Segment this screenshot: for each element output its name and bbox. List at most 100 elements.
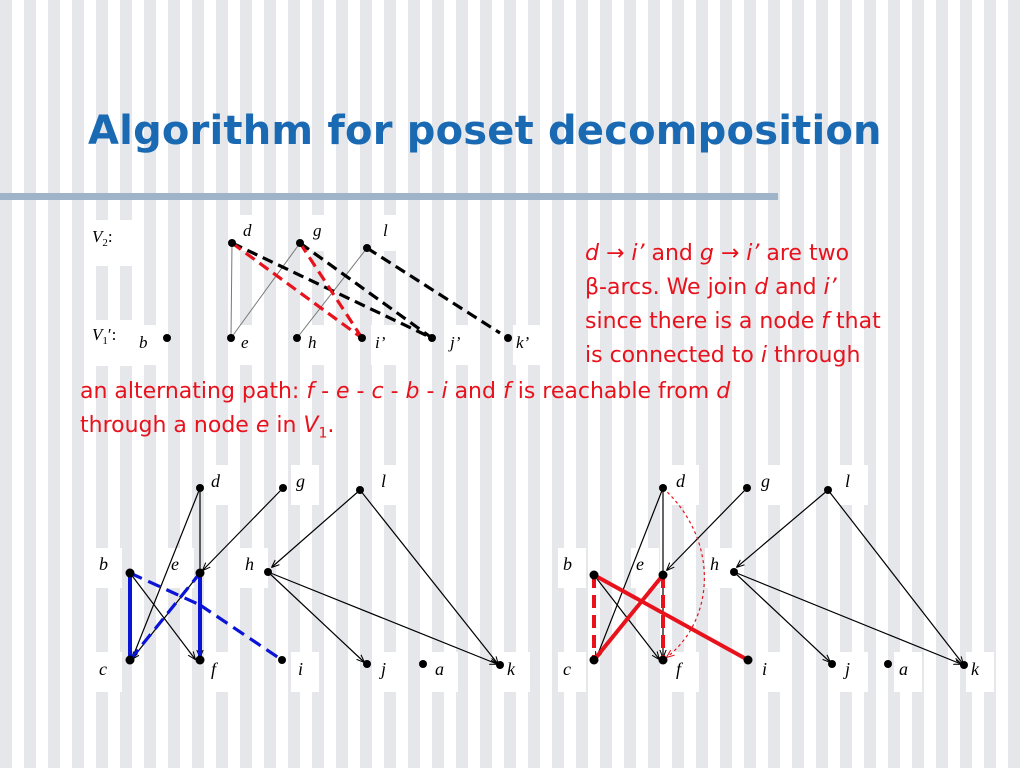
node-dot (293, 334, 301, 342)
node-label: g (296, 471, 305, 491)
note-line-6: through a node e in V1. (80, 413, 335, 442)
label-box (134, 325, 162, 365)
label-box (671, 652, 699, 692)
label-box (94, 548, 122, 588)
node-label: e (171, 554, 179, 574)
label-box (558, 548, 586, 588)
node-label: l (381, 471, 386, 491)
node-dot (228, 239, 236, 247)
label-box (558, 652, 586, 692)
node-dot (743, 484, 751, 492)
label-box (502, 652, 530, 692)
node-label: k (971, 659, 980, 679)
label-box (840, 465, 868, 505)
arc (267, 571, 497, 664)
label-box (447, 325, 477, 365)
label-box (303, 325, 331, 365)
node-label: d (243, 221, 252, 240)
node-dot (960, 661, 968, 669)
node-dot (659, 484, 667, 492)
node-label: k’ (516, 333, 530, 352)
label-box (430, 652, 458, 692)
node-label: a (435, 659, 444, 679)
edge (230, 242, 301, 339)
node-label: b (563, 554, 572, 574)
label-box (671, 465, 699, 505)
node-label: b (139, 333, 148, 352)
note-line-3: since there is a node f that (585, 309, 881, 334)
note-line-1: d → i’ and g → i’ are two (585, 241, 850, 266)
label-box (705, 548, 733, 588)
alternating-path (199, 603, 283, 662)
node-dot (279, 484, 287, 492)
label-box (631, 548, 659, 588)
label-box (371, 325, 401, 365)
node-label: i (298, 659, 303, 679)
node-label: j’ (448, 333, 461, 352)
label-box (206, 652, 234, 692)
label-box (291, 652, 319, 692)
node-label: a (899, 659, 908, 679)
join-arc (662, 487, 705, 657)
node-label: h (710, 554, 719, 574)
node-dot (363, 244, 371, 252)
node-dot (227, 334, 235, 342)
label-box (88, 220, 132, 266)
label-box (376, 215, 404, 251)
arc (733, 571, 830, 662)
node-label: l (845, 471, 850, 491)
top-graph: V2: V1′: d g l b e h i’ j’ k’ (88, 215, 549, 366)
node-dot (264, 568, 272, 576)
node-dot (730, 568, 738, 576)
node-dot (358, 334, 366, 342)
node-label: j (843, 659, 850, 679)
arc (737, 489, 829, 567)
label-box (513, 325, 549, 365)
arc (132, 487, 201, 659)
node-dot (125, 655, 135, 665)
node-dot (658, 570, 668, 580)
node-label: e (636, 554, 644, 574)
node-dot (589, 570, 599, 580)
arc (267, 571, 364, 662)
node-label: h (308, 333, 317, 352)
label-box (240, 548, 268, 588)
right-graph: d g l b e h c f i j a k (558, 465, 994, 692)
label-box (236, 325, 264, 365)
node-label: e (241, 333, 249, 352)
arc (596, 487, 664, 659)
beta-arc-red (231, 241, 363, 340)
label-box (88, 320, 138, 366)
beta-arc-red (298, 242, 364, 339)
node-label: f (676, 659, 684, 679)
label-box (376, 465, 404, 505)
node-dot (884, 660, 892, 668)
node-dot (658, 655, 668, 665)
node-dot (163, 334, 171, 342)
node-label: h (245, 554, 254, 574)
node-dot (828, 660, 836, 668)
label-box (756, 465, 784, 505)
note-line-4: is connected to i through (585, 343, 861, 368)
label-box (166, 548, 194, 588)
label-box (756, 652, 784, 692)
alternating-path (592, 573, 665, 662)
node-label: f (211, 659, 219, 679)
node-dot (278, 656, 286, 664)
node-label: i (762, 659, 767, 679)
node-label: b (99, 554, 108, 574)
alternating-path (593, 573, 749, 662)
node-dot (504, 334, 512, 342)
node-label: l (383, 221, 388, 240)
arc (733, 571, 961, 664)
label-box (376, 652, 404, 692)
node-dot (296, 239, 304, 247)
node-dot (428, 334, 436, 342)
arc (203, 487, 284, 570)
node-dot (363, 660, 371, 668)
label-box (306, 215, 334, 251)
note-line-5: an alternating path: f - e - c - b - i a… (80, 379, 731, 404)
node-dot (743, 655, 753, 665)
node-dot (824, 486, 832, 494)
node-label: i’ (375, 333, 386, 352)
